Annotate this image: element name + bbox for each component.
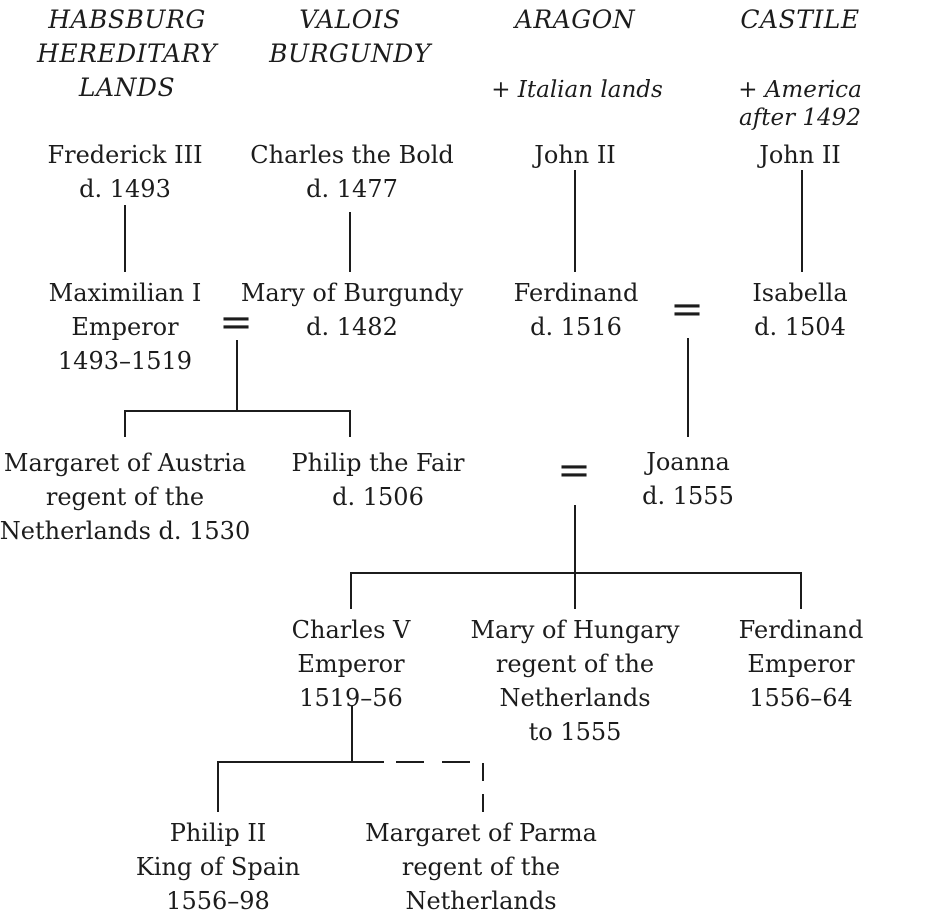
person-mary-of-burgundy: Mary of Burgundy d. 1482 bbox=[240, 279, 464, 341]
edge-drop-philip-ii bbox=[217, 761, 219, 812]
person-philip-the-fair: Philip the Fair d. 1506 bbox=[291, 449, 465, 511]
person-margaret-of-austria: Margaret of Austria regent of the Nether… bbox=[0, 449, 251, 545]
edge-drop-philip-fair bbox=[349, 410, 351, 437]
column-header-aragon: ARAGON bbox=[514, 5, 636, 34]
edge-drop-mary-hungary bbox=[574, 572, 576, 609]
edge-charlesbold-to-mary bbox=[349, 212, 351, 272]
edge-frederick-to-maximilian bbox=[124, 205, 126, 272]
column-header-habsburg: HABSBURG HEREDITARY LANDS bbox=[37, 5, 217, 102]
marriage-philip-joanna: = bbox=[557, 447, 591, 494]
person-frederick-iii: Frederick III d. 1493 bbox=[47, 141, 203, 203]
person-ferdinand-of-aragon: Ferdinand d. 1516 bbox=[513, 279, 639, 341]
person-philip-ii: Philip II King of Spain 1556–98 bbox=[135, 819, 301, 915]
column-subtitle-castile: + America after 1492 bbox=[738, 77, 862, 131]
edge-philipjoanna-children-bar bbox=[350, 572, 802, 574]
edge-charlesv-children-bar bbox=[217, 761, 384, 763]
edge-drop-charles-v bbox=[350, 572, 352, 609]
person-john-ii-castile: John II bbox=[759, 141, 841, 169]
edge-philipjoanna-marriage-down bbox=[574, 505, 576, 574]
edge-dashed-to-margaret-parma-horizontal bbox=[396, 761, 485, 763]
marriage-ferdinand-isabella: = bbox=[670, 286, 704, 333]
person-maximilian-i: Maximilian I Emperor 1493–1519 bbox=[48, 279, 202, 375]
person-isabella: Isabella d. 1504 bbox=[752, 279, 848, 341]
edge-johnii-to-isabella bbox=[801, 170, 803, 272]
person-mary-of-hungary: Mary of Hungary regent of the Netherland… bbox=[470, 616, 680, 746]
edge-charlesv-down bbox=[351, 706, 353, 763]
edge-maxmary-children-bar bbox=[124, 410, 351, 412]
person-margaret-of-parma: Margaret of Parma regent of the Netherla… bbox=[365, 819, 597, 915]
person-john-ii-aragon: John II bbox=[534, 141, 616, 169]
edge-drop-margaret-austria bbox=[124, 410, 126, 437]
person-charles-v: Charles V Emperor 1519–56 bbox=[291, 616, 411, 712]
column-header-valois: VALOIS BURGUNDY bbox=[269, 5, 431, 68]
person-charles-the-bold: Charles the Bold d. 1477 bbox=[250, 141, 454, 203]
edge-drop-ferdinand-emperor bbox=[800, 572, 802, 609]
edge-dashed-to-margaret-parma-vertical bbox=[482, 763, 484, 812]
column-header-castile: CASTILE bbox=[740, 5, 860, 34]
edge-maxmary-marriage-down bbox=[236, 340, 238, 412]
person-joanna: Joanna d. 1555 bbox=[642, 448, 734, 510]
edge-johnii-to-ferdinand bbox=[574, 170, 576, 272]
edge-ferdisab-to-joanna bbox=[687, 338, 689, 437]
person-ferdinand-emperor: Ferdinand Emperor 1556–64 bbox=[738, 616, 864, 712]
column-subtitle-aragon: + Italian lands bbox=[491, 77, 663, 103]
marriage-maximilian-mary: = bbox=[219, 299, 253, 346]
